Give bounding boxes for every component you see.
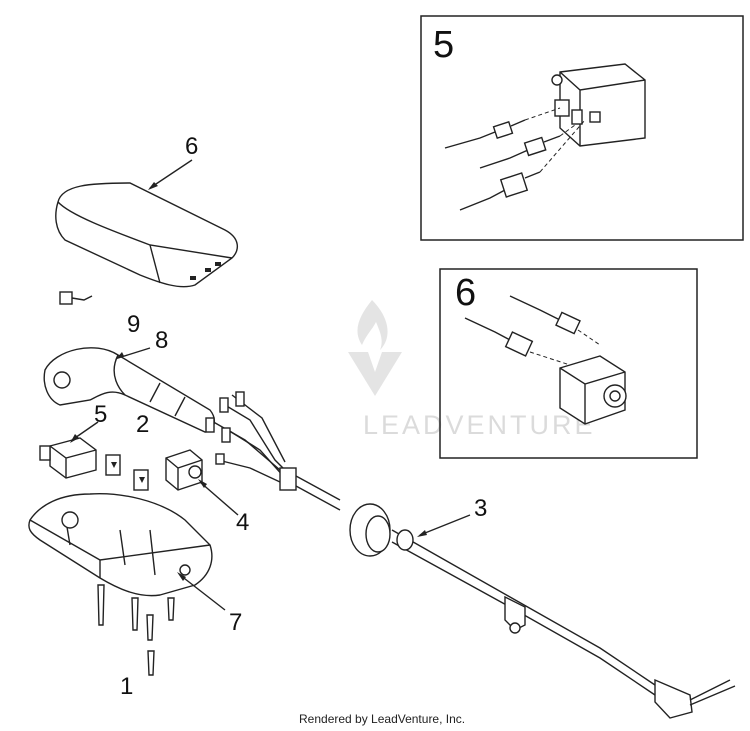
callout-6: 6 [185,133,198,160]
inset-6: 6 [439,268,698,459]
grip-part [43,347,216,433]
watermark-text: LEADVENTURE [363,410,596,440]
inset-5-number: 5 [433,24,454,66]
cover-part [55,182,238,288]
callout-2: 2 [136,411,149,438]
inset-6-number: 6 [455,272,476,314]
callouts: 6 9 8 5 2 4 3 7 1 [94,133,487,700]
screws-part [97,584,175,676]
relay-part [39,437,97,479]
switch-part [165,449,203,491]
small-clip-part [59,291,93,305]
clips-part [105,454,149,491]
inset-6-frame [439,268,698,459]
callout-5: 5 [94,401,107,428]
inset-5-wire-terminals [444,107,586,211]
leader-lines [70,159,471,611]
callout-1: 1 [120,673,133,700]
callout-3: 3 [474,495,487,522]
base-housing-part [28,493,213,597]
inset-6-connectors [464,295,601,366]
inset-5-switch-block [551,63,646,147]
inset-5-frame [420,15,744,241]
callout-4: 4 [236,509,249,536]
inset-6-switch [559,355,627,425]
inset-5: 5 [420,15,744,241]
watermark: LEADVENTURE [348,300,596,440]
footer-credit: Rendered by LeadVenture, Inc. [299,712,465,726]
wiring-harness-part [205,391,736,719]
flame-logo-icon [348,300,402,396]
callout-8: 8 [155,327,168,354]
callout-7: 7 [229,609,242,636]
callout-9: 9 [127,311,140,338]
